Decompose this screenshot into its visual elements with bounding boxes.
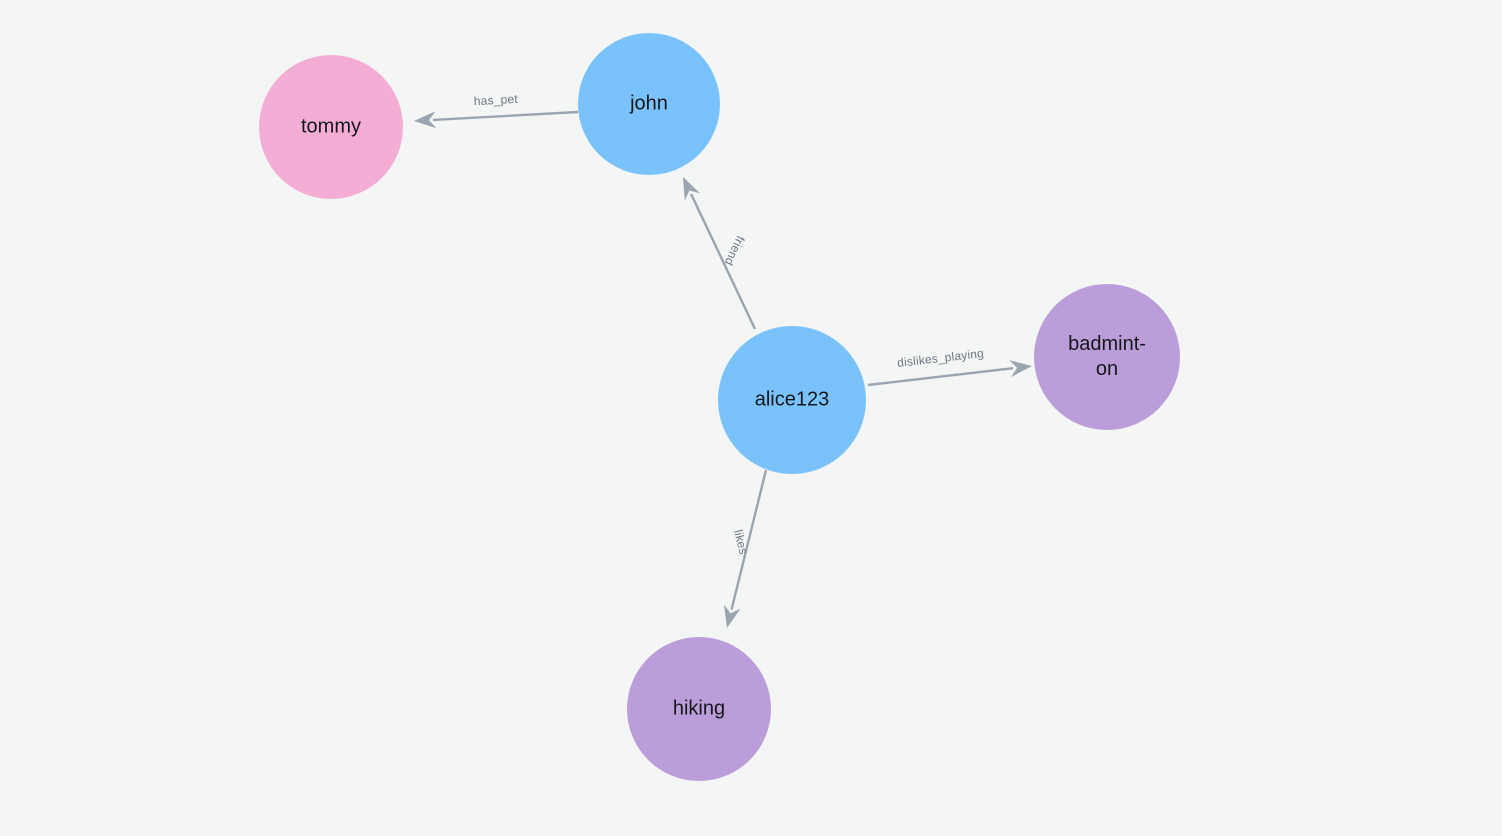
node-label: on [1096, 358, 1118, 380]
edge-arrowhead [414, 111, 437, 129]
edge-label: friend [722, 234, 748, 268]
node-label: john [629, 92, 668, 114]
edge-label: has_pet [473, 92, 518, 108]
node-label: badmint- [1068, 333, 1146, 355]
graph-node-tommy[interactable]: tommy [259, 55, 403, 199]
node-label: tommy [301, 115, 361, 137]
node-label: alice123 [755, 388, 830, 410]
node-circle[interactable] [1034, 284, 1180, 430]
graph-edge[interactable]: friend [683, 177, 757, 330]
node-circle[interactable] [627, 637, 771, 781]
node-circle[interactable] [259, 55, 403, 199]
node-circle[interactable] [578, 33, 720, 175]
graph-node-john[interactable]: john [578, 33, 720, 175]
graph-edge[interactable]: likes [724, 469, 768, 628]
edge-arrowhead [1009, 360, 1032, 377]
edge-label: likes [731, 528, 751, 556]
graph-node-hiking[interactable]: hiking [627, 637, 771, 781]
node-label: hiking [673, 697, 725, 719]
edge-line [690, 193, 757, 330]
edge-line [730, 469, 768, 610]
edge-arrowhead [683, 177, 701, 201]
node-circle[interactable] [718, 326, 866, 474]
edge-line [867, 366, 1014, 387]
graph-edge[interactable]: has_pet [414, 92, 579, 129]
graph-node-alice123[interactable]: alice123 [718, 326, 866, 474]
edge-arrowhead [724, 604, 741, 628]
graph-edge[interactable]: dislikes_playing [867, 346, 1032, 387]
edge-label: dislikes_playing [896, 346, 984, 370]
graph-node-badminton[interactable]: badmint-on [1034, 284, 1180, 430]
edge-line [432, 110, 579, 122]
